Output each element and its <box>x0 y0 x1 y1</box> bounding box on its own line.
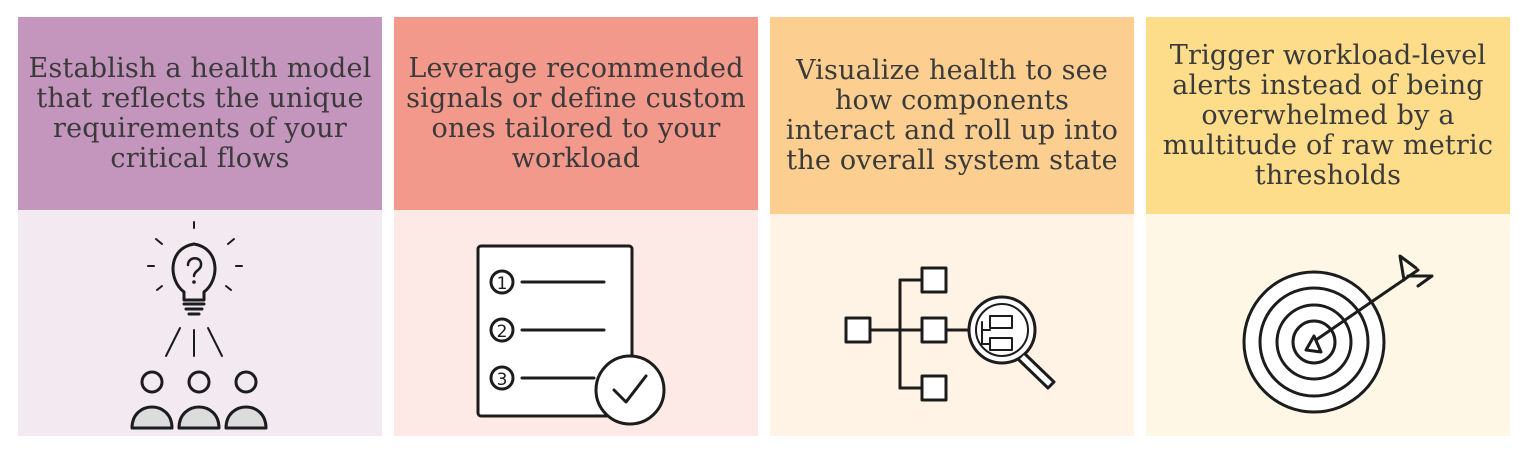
card-signals: Leverage recommended signals or define c… <box>394 17 758 436</box>
card-illustration-area <box>770 214 1134 436</box>
card-text: Leverage recommended signals or define c… <box>406 52 746 174</box>
numbered-checklist-icon: 1 2 3 <box>476 244 666 426</box>
card-header: Trigger workload-level alerts instead of… <box>1146 17 1510 214</box>
card-header: Leverage recommended signals or define c… <box>394 17 758 210</box>
card-alerts: Trigger workload-level alerts instead of… <box>1146 17 1510 436</box>
lightbulb-people-icon <box>130 221 268 430</box>
card-text: Visualize health to see how components i… <box>785 54 1119 176</box>
card-header: Establish a health model that reflects t… <box>18 17 382 210</box>
card-illustration-area <box>18 210 382 436</box>
card-illustration-area: 1 2 3 <box>394 210 758 436</box>
card-header: Visualize health to see how components i… <box>770 17 1134 214</box>
target-arrow-icon <box>1242 254 1434 414</box>
card-health-model: Establish a health model that reflects t… <box>18 17 382 436</box>
card-visualize: Visualize health to see how components i… <box>770 17 1134 436</box>
card-text: Trigger workload-level alerts instead of… <box>1162 39 1494 191</box>
list-number: 2 <box>497 322 508 342</box>
list-number: 1 <box>497 274 508 294</box>
card-illustration-area <box>1146 214 1510 436</box>
list-number: 3 <box>497 370 508 390</box>
hierarchy-magnifier-icon <box>844 266 1056 402</box>
card-text: Establish a health model that reflects t… <box>28 52 372 174</box>
